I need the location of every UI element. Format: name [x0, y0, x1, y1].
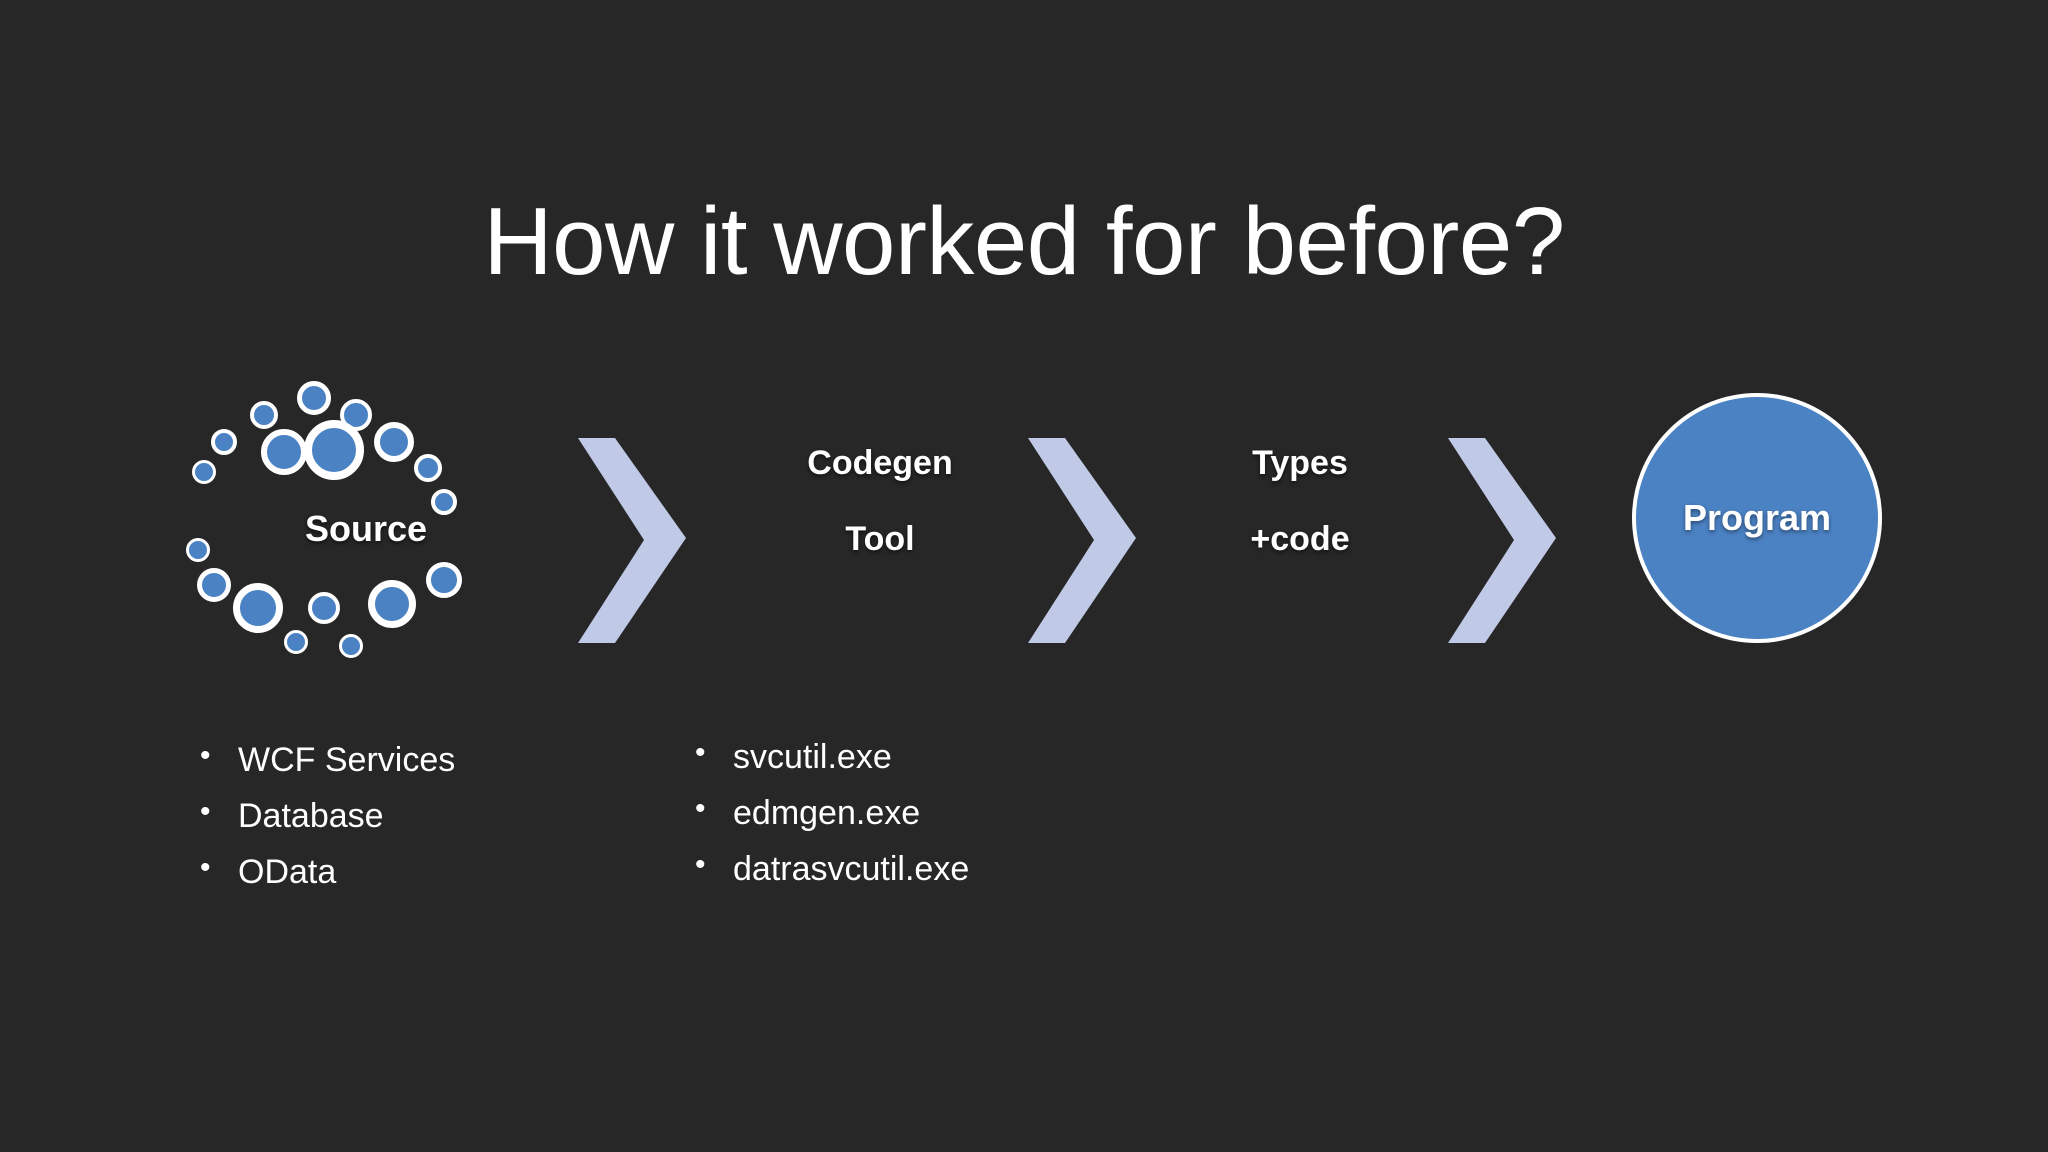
ring-dot — [297, 381, 331, 415]
codegen-line-1: Codegen — [807, 444, 953, 482]
source-bullet-list: WCF ServicesDatabaseOData — [200, 741, 455, 911]
chevron-right-icon-2 — [1028, 438, 1136, 643]
chevron-right-icon-3 — [1448, 438, 1556, 643]
dot-ring-icon — [186, 380, 536, 680]
chevron-right-icon-1 — [578, 438, 686, 643]
pipeline-diagram: Source Codegen Tool Types +code — [0, 380, 2048, 700]
ring-dot — [414, 454, 442, 482]
codegen-line-2: Tool — [845, 520, 915, 558]
ring-dot — [304, 420, 364, 480]
types-line-2: +code — [1250, 520, 1350, 558]
pipeline-stage-types-code[interactable]: Types +code — [1170, 446, 1430, 556]
list-item: WCF Services — [200, 741, 455, 777]
ring-dot — [426, 562, 462, 598]
list-item: Database — [200, 797, 455, 833]
ring-dot — [374, 422, 414, 462]
ring-dot — [192, 460, 216, 484]
ring-dot — [197, 568, 231, 602]
ring-dot — [250, 401, 278, 429]
list-item: svcutil.exe — [695, 738, 969, 774]
ring-dot — [339, 634, 363, 658]
pipeline-stage-source[interactable]: Source — [186, 380, 536, 680]
ring-dot — [261, 429, 307, 475]
program-label: Program — [1682, 497, 1832, 538]
list-item: datrasvcutil.exe — [695, 850, 969, 886]
page-title: How it worked for before? — [483, 188, 1565, 296]
ring-dot — [308, 592, 340, 624]
ring-dot — [431, 489, 457, 515]
ring-dot — [186, 538, 210, 562]
ring-dot — [284, 630, 308, 654]
list-item: OData — [200, 853, 455, 889]
source-label: Source — [304, 508, 428, 549]
ring-dot — [233, 583, 283, 633]
types-line-1: Types — [1252, 444, 1348, 482]
pipeline-stage-codegen-tool[interactable]: Codegen Tool — [730, 446, 1030, 556]
pipeline-stage-program[interactable]: Program — [1632, 393, 1882, 643]
list-item: edmgen.exe — [695, 794, 969, 830]
ring-dot — [211, 429, 237, 455]
ring-dot — [368, 580, 416, 628]
tool-bullet-list: svcutil.exe edmgen.exe datrasvcutil.exe — [695, 738, 969, 908]
